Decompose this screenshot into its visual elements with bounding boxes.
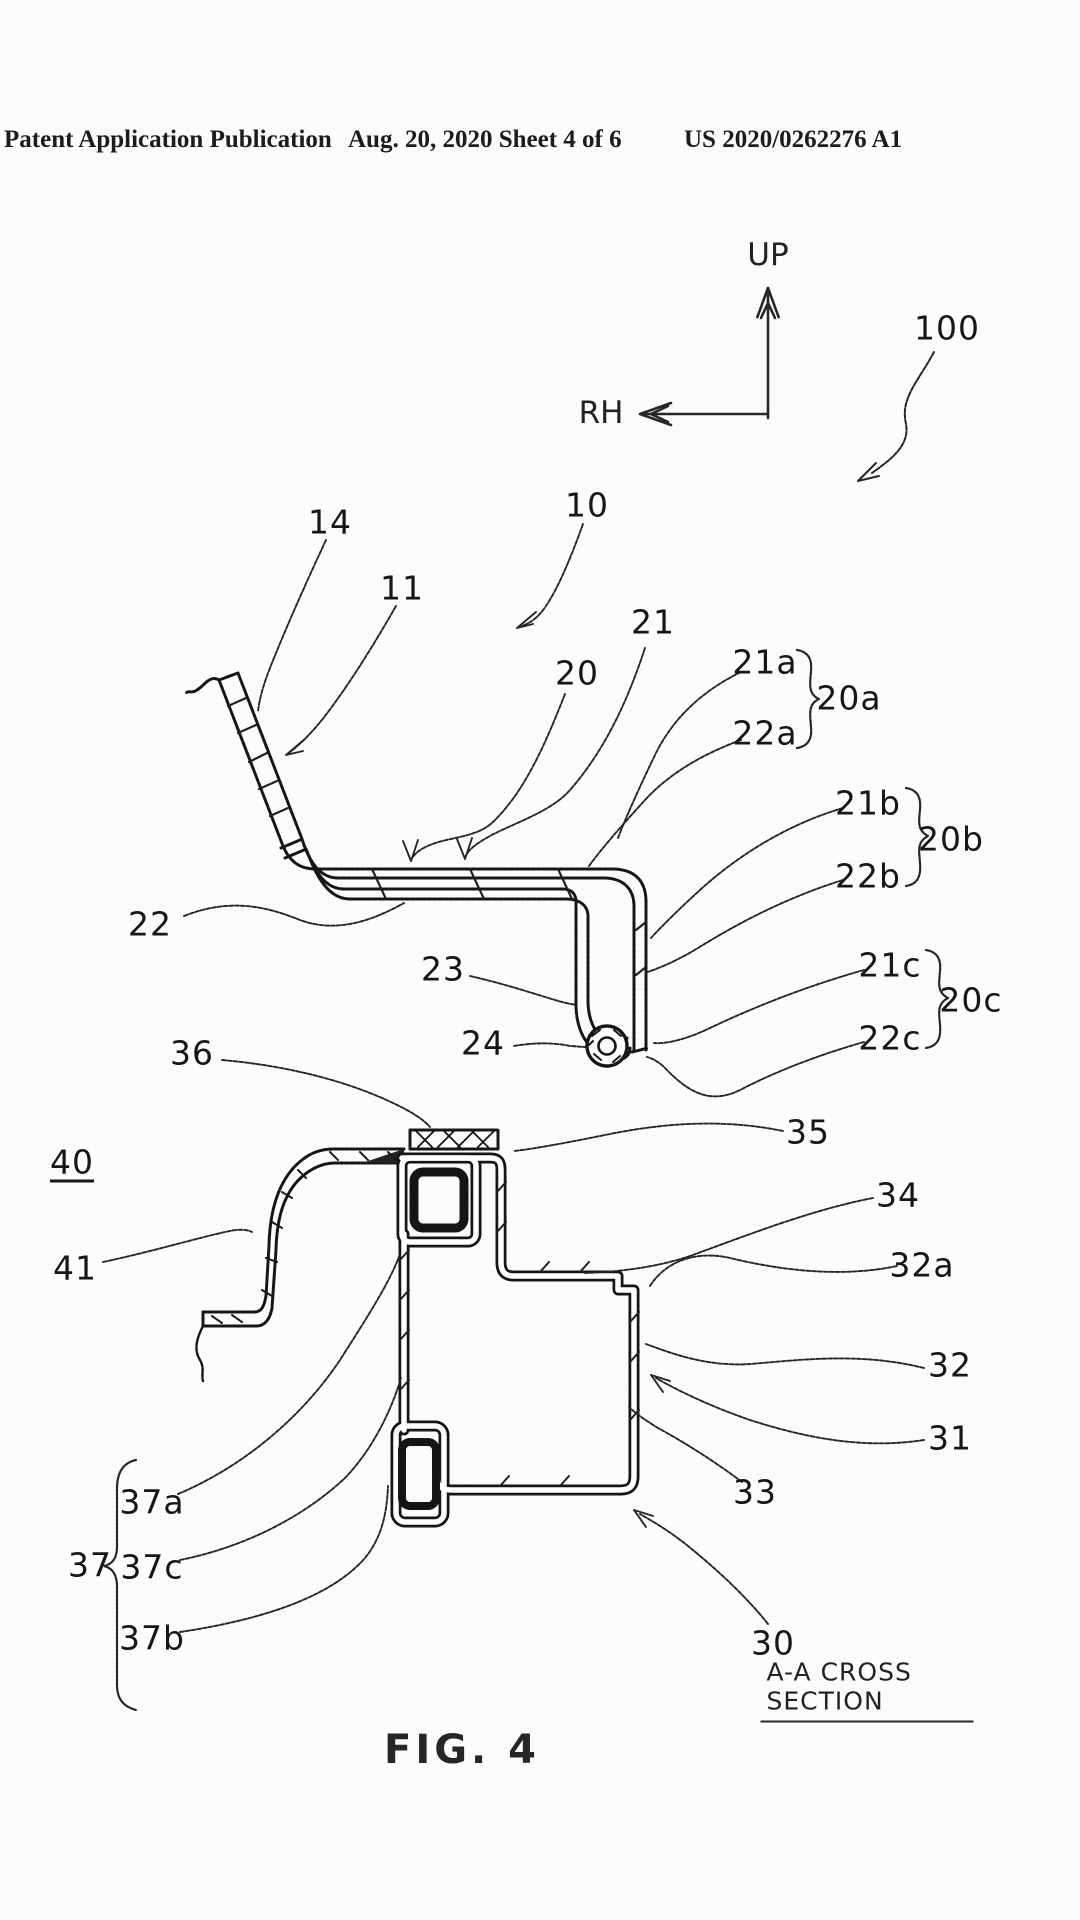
ref-label-20a: 20a [816,678,882,718]
ref-label-32: 32 [928,1345,972,1385]
ref-label-21a: 21a [732,642,798,682]
header-doc-number: US 2020/0262276 A1 [684,126,903,153]
header-date-sheet: Aug. 20, 2020 Sheet 4 of 6 [348,126,622,153]
section-note: A-A CROSS SECTION [760,1658,974,1723]
group-braces [102,648,950,1712]
ref-label-11: 11 [380,568,424,608]
brace-20c [924,948,950,1050]
compass-up-label: UP [747,237,789,273]
brace-20b [904,786,930,888]
ref-label-31: 31 [928,1418,972,1458]
ref-label-21: 21 [631,602,675,642]
ref-label-22b: 22b [835,856,901,896]
ref-label-21c: 21c [858,945,922,985]
ref-label-22: 22 [128,904,172,944]
bracket-hole-upper [409,1167,469,1233]
ref-label-37b: 37b [119,1618,185,1658]
grommet-seal [585,1024,629,1068]
ref-label-41: 41 [53,1248,97,1288]
weatherstrip-seal [195,1147,406,1383]
ref-label-34: 34 [876,1175,920,1215]
ref-label-10: 10 [565,485,609,525]
ref-label-100: 100 [914,308,980,348]
brace-20a [795,648,821,750]
ref-label-36: 36 [170,1033,214,1073]
ref-label-37a: 37a [119,1482,185,1522]
mounting-pad [408,1128,500,1151]
ref-label-35: 35 [786,1112,830,1152]
sheet-header: Patent Application Publication Aug. 20, … [0,126,1080,158]
ref-label-20: 20 [555,653,599,693]
strip-hatching [226,696,648,977]
ref-label-37: 37 [68,1545,112,1585]
bracket-hole-lower [398,1438,440,1510]
upper-leaders [183,523,865,1098]
ref-label-30: 30 [751,1623,795,1663]
compass-arrows [638,286,781,427]
ref-label-32a: 32a [889,1245,955,1285]
brace-37 [102,1458,138,1712]
ref-label-24: 24 [461,1023,505,1063]
header-publication: Patent Application Publication [4,126,332,153]
ref-label-20c: 20c [939,980,1003,1020]
ref-label-21b: 21b [835,783,901,823]
roof-panel-strips [184,671,650,1062]
leader-100 [857,351,935,482]
lower-leaders [102,1059,925,1633]
ref-label-22a: 22a [732,713,798,753]
ref-label-23: 23 [421,949,465,989]
ref-label-40: 40 [50,1142,94,1182]
ref-label-14: 14 [308,502,352,542]
compass-rh-label: RH [578,395,624,431]
ref-label-22c: 22c [858,1018,922,1058]
bracket-outline [390,1152,640,1528]
figure-caption: FIG. 4 [384,1727,540,1773]
ref-label-33: 33 [733,1472,777,1512]
ref-label-20b: 20b [918,819,984,859]
ref-label-37c: 37c [120,1547,184,1587]
